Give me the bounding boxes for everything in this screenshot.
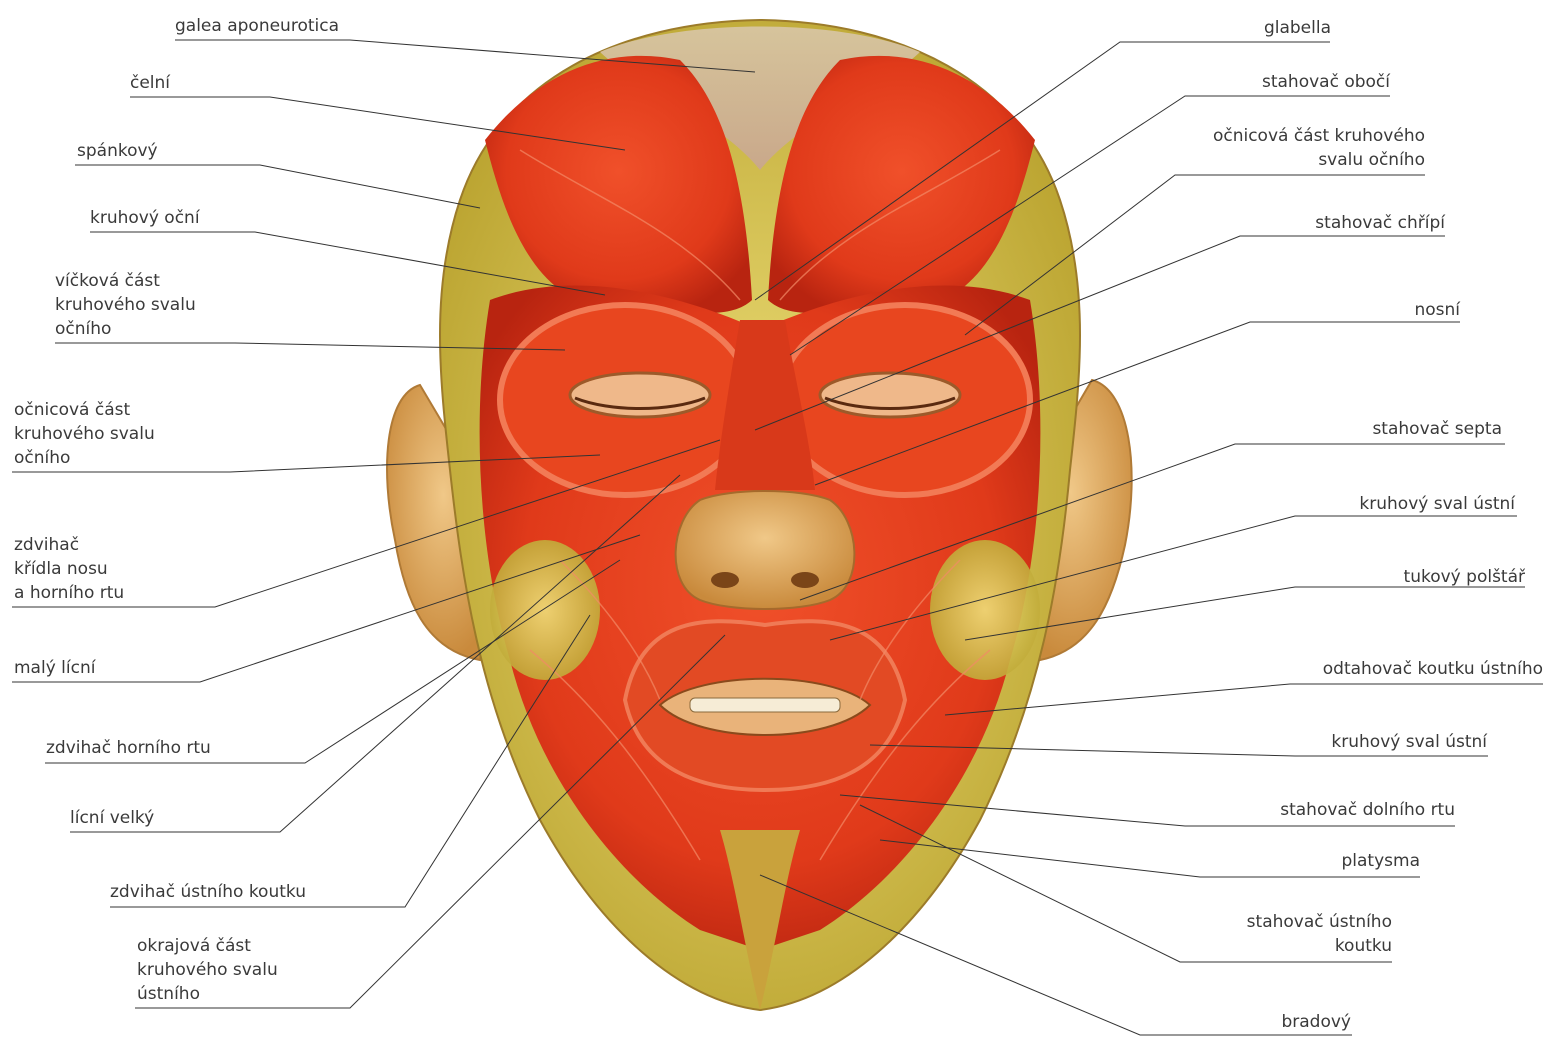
label-stahovac-oboci: stahovač obočí: [1262, 70, 1390, 94]
label-zdvihac-horniho-rtu: zdvihač horního rtu: [46, 736, 211, 760]
label-kruhovy-ocni: kruhový oční: [90, 206, 200, 230]
label-stahovac-septa: stahovač septa: [1372, 417, 1502, 441]
label-licni-velky: lícní velký: [70, 806, 154, 830]
label-maly-licni: malý lícní: [14, 656, 95, 680]
label-zdvihac-koutku: zdvihač ústního koutku: [110, 880, 306, 904]
label-glabella: glabella: [1264, 16, 1331, 40]
label-tukovy-polstar: tukový polštář: [1404, 565, 1525, 589]
label-nosni: nosní: [1414, 298, 1460, 322]
label-kruhovy-sval-ustni-1: kruhový sval ústní: [1359, 492, 1515, 516]
label-stahovac-chripi: stahovač chřípí: [1315, 211, 1445, 235]
label-galea-aponeurotica: galea aponeurotica: [175, 14, 339, 38]
nose-tip: [676, 491, 855, 609]
label-bradovy: bradový: [1281, 1010, 1351, 1034]
left-eyelid: [570, 373, 710, 417]
label-stahovac-dolniho-rtu: stahovač dolního rtu: [1280, 798, 1455, 822]
label-spankovy: spánkový: [77, 139, 158, 163]
label-celni: čelní: [130, 71, 170, 95]
label-kruhovy-sval-ustni-2: kruhový sval ústní: [1331, 730, 1487, 754]
right-buccal-fat: [930, 540, 1040, 680]
right-eyelid: [820, 373, 960, 417]
label-platysma: platysma: [1342, 849, 1421, 873]
teeth: [690, 698, 840, 712]
label-odtahovac-koutku: odtahovač koutku ústního: [1323, 657, 1543, 681]
